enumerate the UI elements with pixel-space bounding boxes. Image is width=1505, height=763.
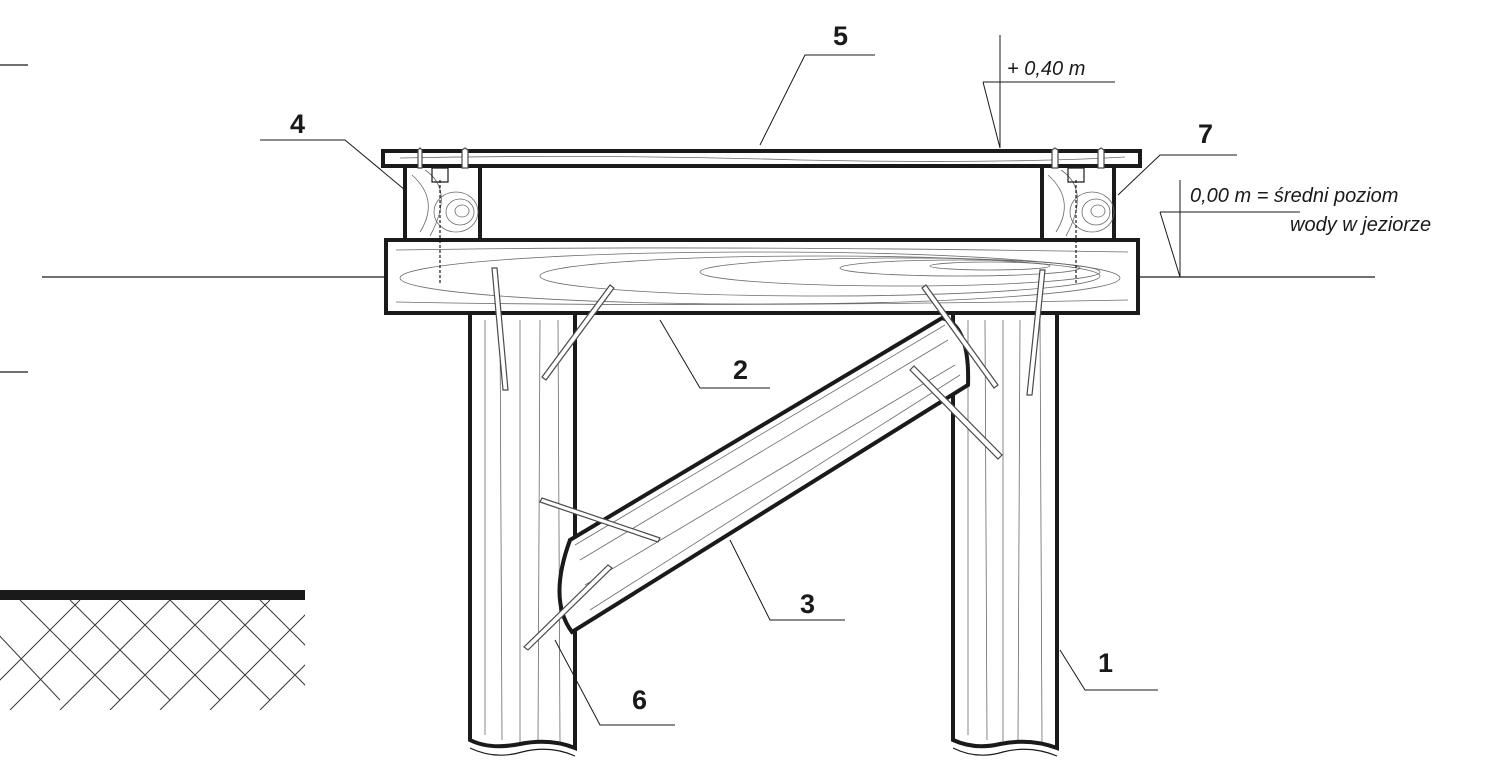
callout-1: 1 — [1098, 648, 1113, 678]
callout-7: 7 — [1198, 119, 1213, 149]
level-water-label-2: wody w jeziorze — [1290, 214, 1431, 236]
left-margin-lines — [0, 64, 28, 373]
level-marker-top — [982, 35, 1115, 149]
diagonal-brace — [557, 315, 971, 635]
level-top-label: + 0,40 m — [1007, 58, 1085, 80]
pile-left — [468, 310, 577, 757]
callout-6: 6 — [632, 685, 647, 715]
level-water-label-1: 0,00 m = średni poziom — [1190, 185, 1398, 207]
deck-board — [381, 149, 1142, 168]
level-marker-water — [1159, 180, 1300, 278]
callout-2: 2 — [733, 355, 748, 385]
pile-right — [951, 310, 1059, 757]
callout-5: 5 — [833, 21, 848, 51]
callout-4: 4 — [290, 109, 305, 139]
joist-left — [403, 163, 482, 242]
fasteners — [417, 147, 1105, 651]
callout-leaders — [260, 54, 1237, 726]
ground-hatch — [0, 590, 305, 710]
joist-right — [1040, 163, 1116, 242]
main-beam — [384, 238, 1140, 315]
callout-3: 3 — [800, 589, 815, 619]
